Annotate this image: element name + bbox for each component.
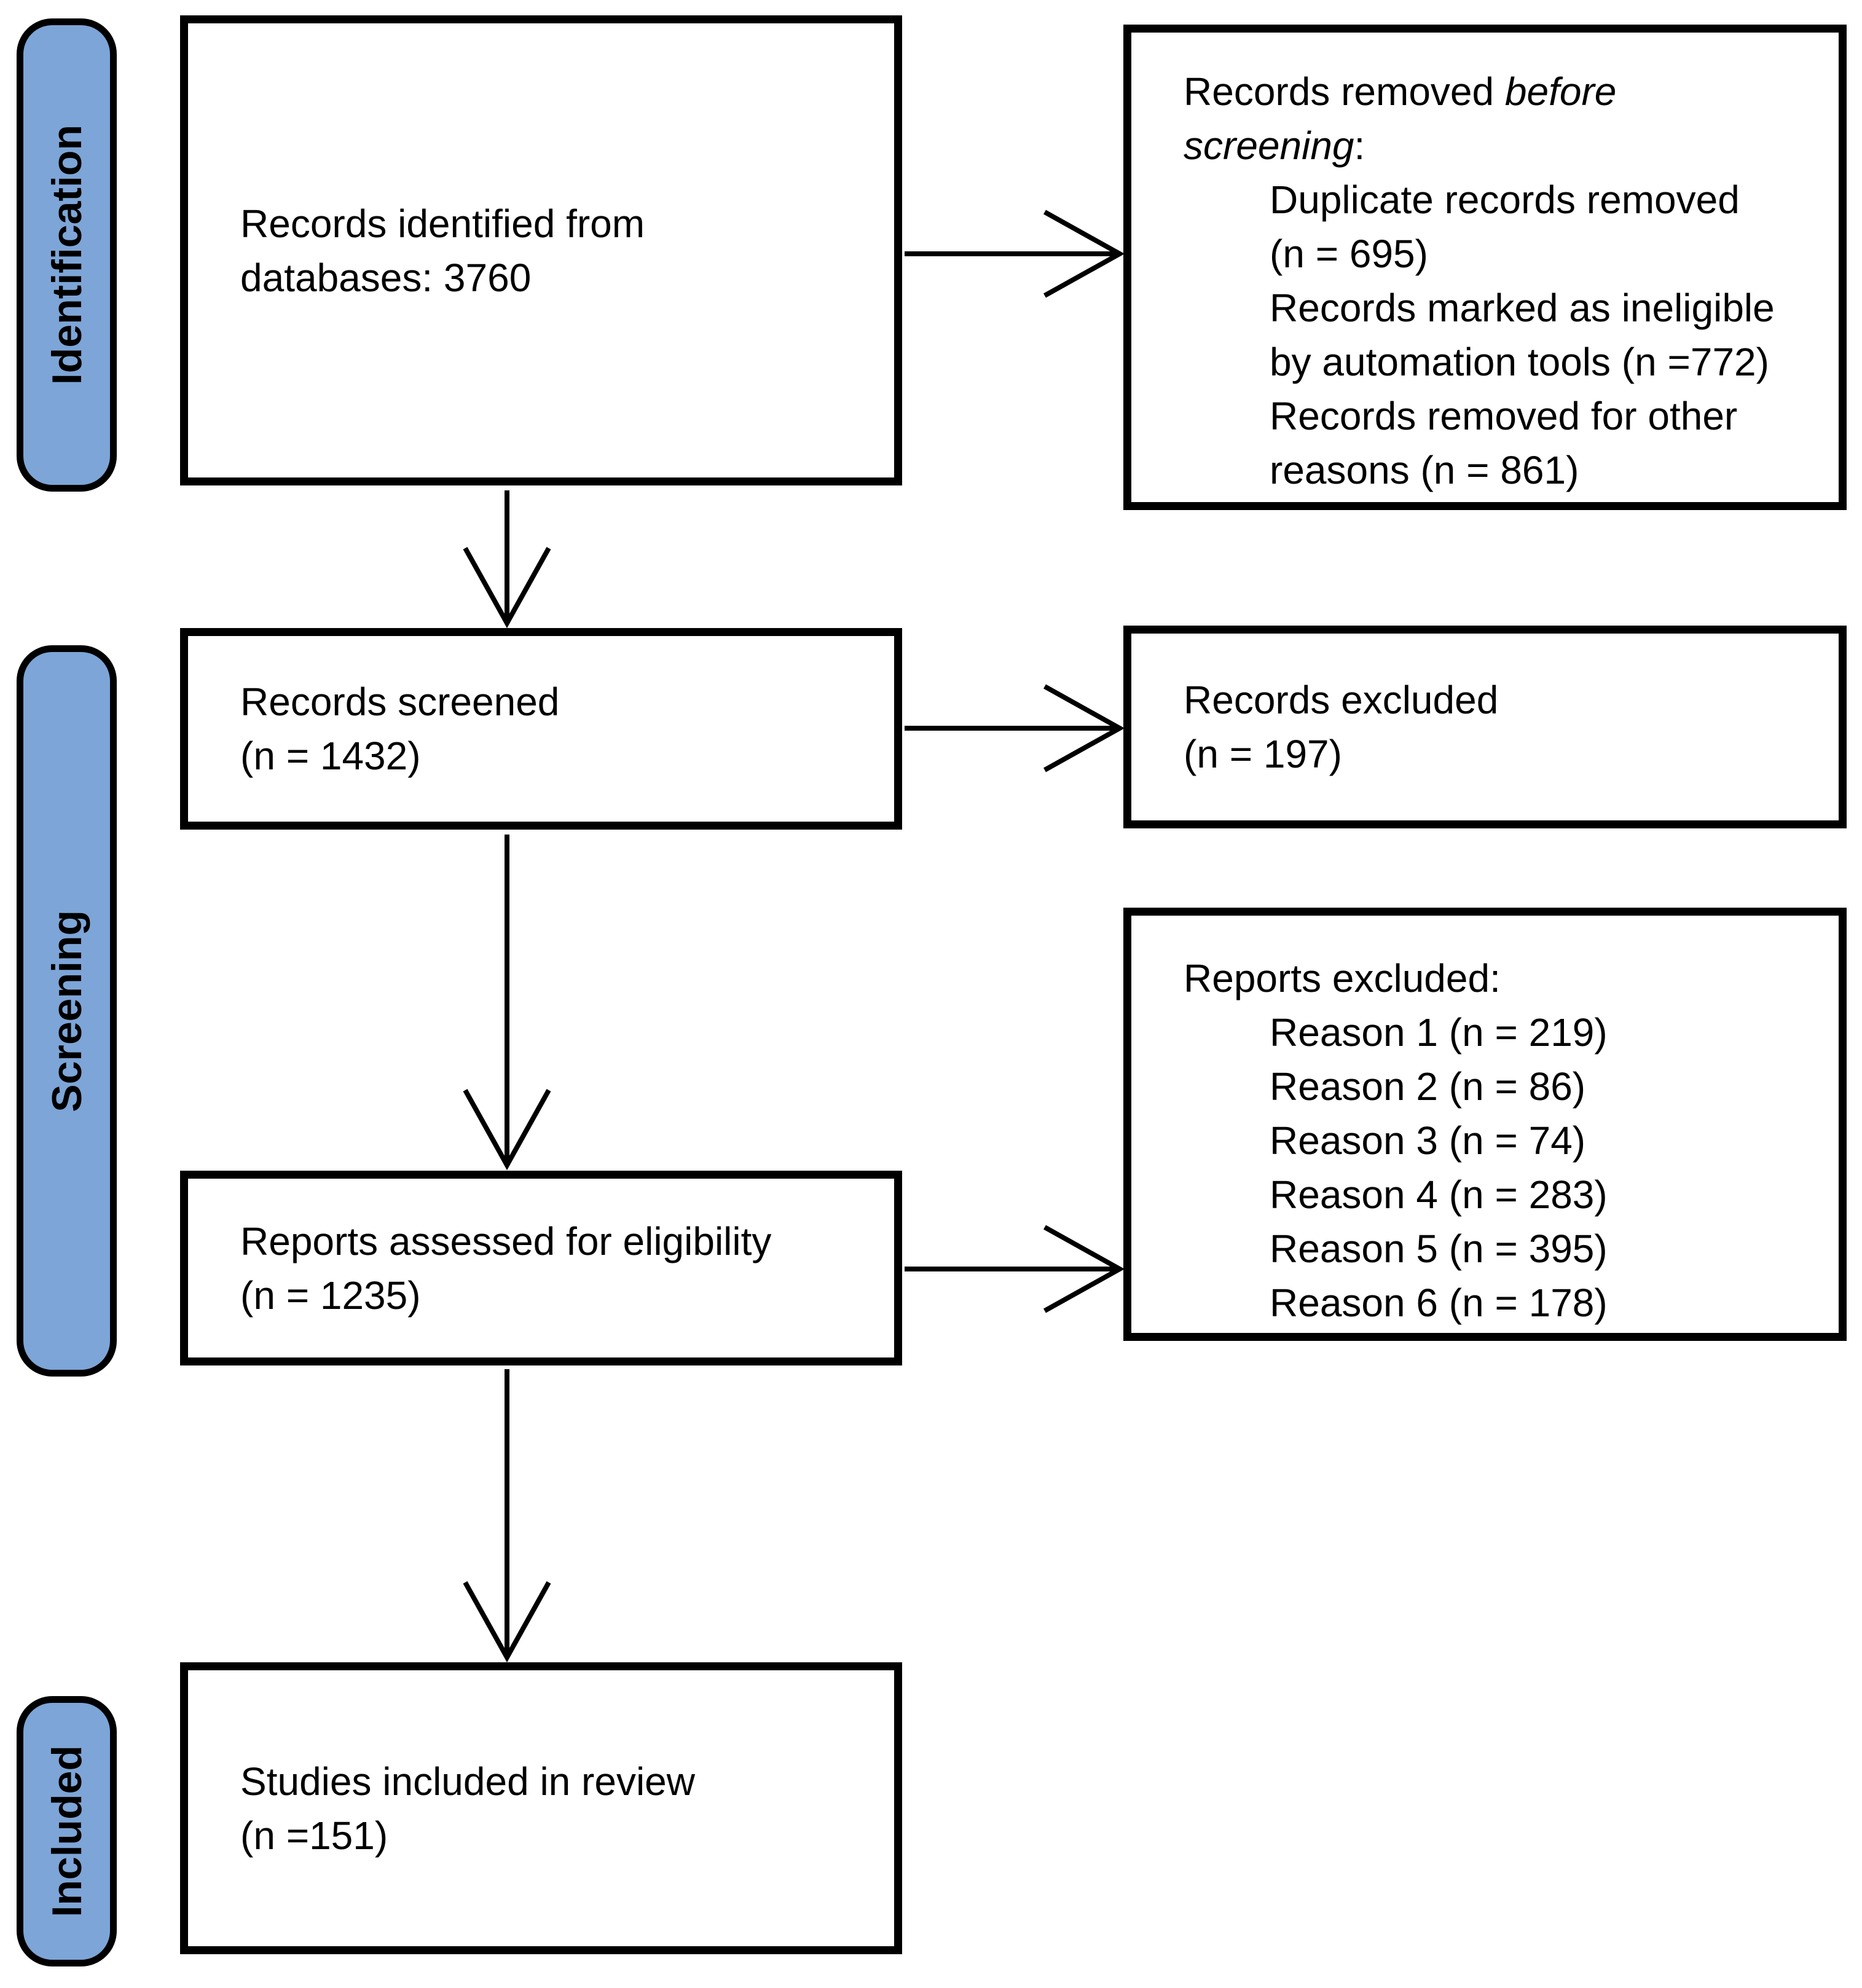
arrow-screened-to-excluded-head [1043,684,1125,772]
records-identified-line-1: Records identified from [240,201,645,246]
records-removed-title-regular: Records removed [1184,69,1505,114]
arrow-assessed-to-included-head [463,1581,551,1663]
box-records-removed: Records removed before screening: Duplic… [1123,25,1847,510]
records-removed-title-line-1: Records removed before [1184,65,1820,119]
records-excluded-line-2: (n = 197) [1184,732,1342,776]
studies-included-line-2: (n =151) [240,1813,388,1858]
reports-excluded-reason-2: Reason 2 (n = 86) [1270,1064,1586,1109]
records-removed-title-suffix: : [1354,124,1365,168]
records-removed-title-line-2: screening: [1184,119,1820,173]
stage-label-identification-text: Identification [43,125,90,385]
records-identified-line-2: databases: 3760 [240,255,532,300]
records-screened-line-1: Records screened [240,680,560,724]
box-reports-excluded: Reports excluded: Reason 1 (n = 219) Rea… [1123,908,1847,1341]
stage-label-identification: Identification [17,18,117,492]
box-studies-included: Studies included in review (n =151) [180,1662,902,1954]
reports-excluded-reason-4: Reason 4 (n = 283) [1270,1173,1608,1217]
reports-excluded-reason-1: Reason 1 (n = 219) [1270,1010,1608,1055]
records-removed-item-other: Records removed for other reasons (n = 8… [1270,389,1820,497]
records-removed-item-other-line-2: reasons (n = 861) [1270,448,1579,492]
records-removed-title-italic-2: screening [1184,124,1354,168]
reports-excluded-reason-6: Reason 6 (n = 178) [1270,1281,1608,1325]
stage-label-screening: Screening [17,645,117,1377]
studies-included-line-1: Studies included in review [240,1759,695,1804]
records-removed-item-automation-line-2: by automation tools (n =772) [1270,340,1769,384]
box-records-identified: Records identified from databases: 3760 [180,15,902,485]
stage-label-screening-text: Screening [43,910,90,1112]
box-records-excluded: Records excluded (n = 197) [1123,626,1847,828]
stage-label-included-text: Included [43,1745,90,1917]
reports-excluded-reason-3: Reason 3 (n = 74) [1270,1118,1586,1163]
reports-excluded-reason-5: Reason 5 (n = 395) [1270,1227,1608,1271]
records-removed-item-automation: Records marked as ineligible by automati… [1270,281,1820,389]
box-reports-assessed: Reports assessed for eligibility (n = 12… [180,1171,902,1365]
records-screened-line-2: (n = 1432) [240,734,421,778]
stage-label-included: Included [17,1696,117,1966]
arrow-identified-to-removed-head [1043,210,1125,298]
reports-assessed-line-1: Reports assessed for eligibility [240,1219,772,1263]
records-excluded-line-1: Records excluded [1184,678,1499,722]
arrow-screened-to-assessed-head [463,1089,551,1171]
records-removed-item-automation-line-1: Records marked as ineligible [1270,286,1775,330]
records-removed-item-duplicates-line-2: (n = 695) [1270,232,1428,276]
records-removed-title-italic-1: before [1504,69,1617,114]
reports-excluded-title: Reports excluded: [1184,956,1501,1000]
records-removed-item-duplicates: Duplicate records removed (n = 695) [1270,173,1820,281]
arrow-assessed-to-reports-excluded-head [1043,1225,1125,1313]
records-removed-item-duplicates-line-1: Duplicate records removed [1270,178,1740,222]
records-removed-item-other-line-1: Records removed for other [1270,394,1738,438]
reports-assessed-line-2: (n = 1235) [240,1273,421,1318]
box-records-screened: Records screened (n = 1432) [180,628,902,830]
arrow-identified-to-screened-head [463,547,551,629]
